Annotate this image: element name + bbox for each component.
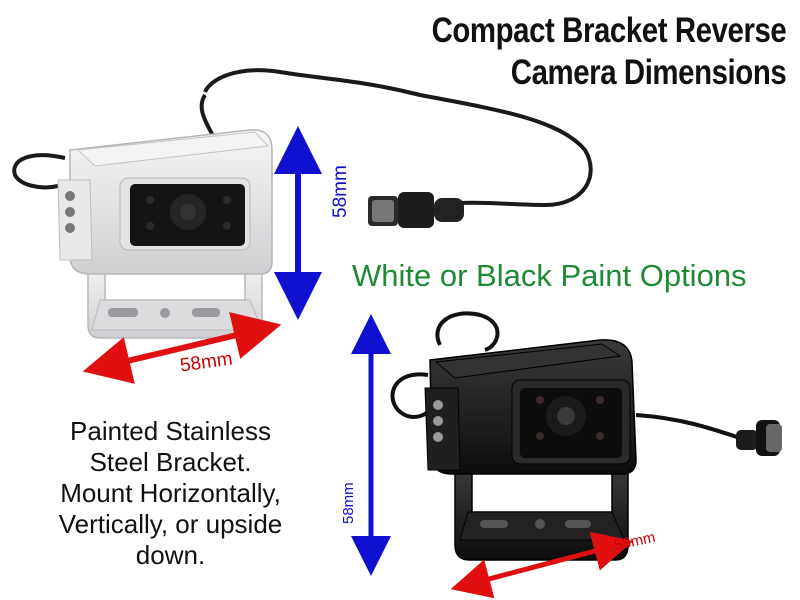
black-camera	[390, 311, 782, 561]
white-width-arrow	[82, 312, 282, 384]
black-height-label: 58mm	[340, 482, 357, 524]
title-line-2: Camera Dimensions	[510, 53, 786, 92]
description-line: Steel Bracket.	[89, 447, 252, 477]
description-line: Mount Horizontally,	[60, 478, 281, 508]
description-line: Vertically, or upside	[58, 509, 283, 539]
black-camera-connector	[736, 420, 782, 456]
bracket-description: Painted Stainless Steel Bracket. Mount H…	[28, 416, 313, 571]
white-camera-connector	[368, 192, 464, 228]
white-camera	[12, 68, 593, 339]
page-title: Compact Bracket Reverse Camera Dimension…	[431, 10, 786, 94]
paint-options-subtitle: White or Black Paint Options	[352, 258, 747, 293]
black-width-arrow	[450, 531, 634, 599]
description-line: Painted Stainless	[70, 416, 271, 446]
white-height-label: 58mm	[330, 165, 351, 218]
title-line-1: Compact Bracket Reverse	[431, 11, 786, 50]
description-line: down.	[135, 540, 206, 570]
